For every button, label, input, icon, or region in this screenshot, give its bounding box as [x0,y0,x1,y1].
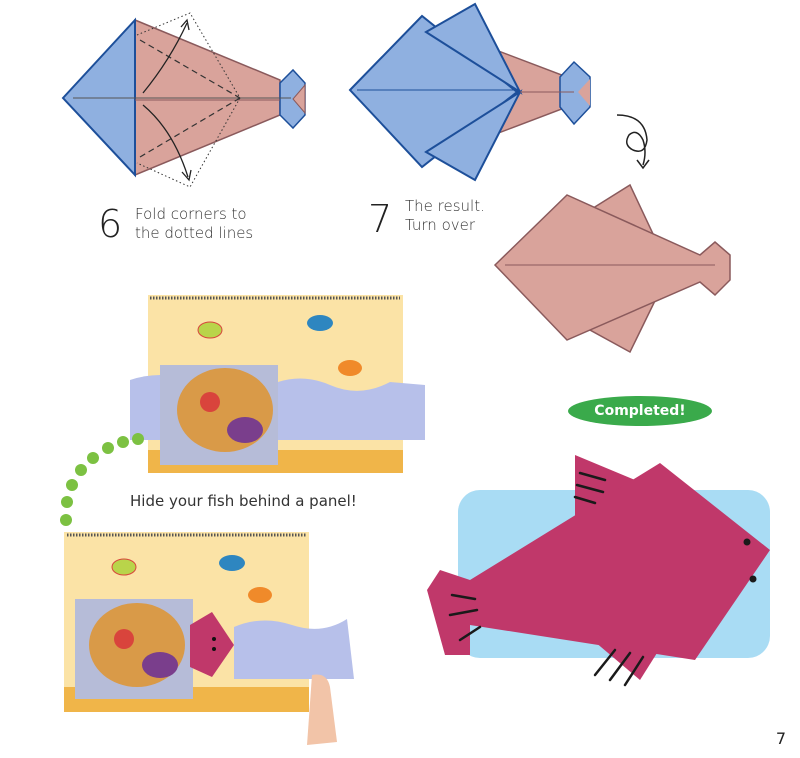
completed-badge: Completed! [568,396,712,426]
board-photo-bottom [62,527,362,752]
turn-over-arrow-icon [615,110,660,175]
dotted-connector [55,430,155,530]
turned-fish-diagram [490,180,740,360]
step-7-number: 7 [368,197,393,241]
panel-caption: Hide your fish behind a panel! [130,492,357,510]
page-number: 7 [775,729,786,748]
step-7-diagram [342,2,592,182]
step-6-diagram [55,5,315,190]
step-7-text: The result. Turn over [405,197,485,234]
step-6-text: Fold corners to the dotted lines [135,205,254,242]
completed-fish-photo [425,445,795,695]
fold-arrow-icon [142,22,188,94]
board-photo-top [130,290,430,475]
step-6-number: 6 [98,202,123,246]
